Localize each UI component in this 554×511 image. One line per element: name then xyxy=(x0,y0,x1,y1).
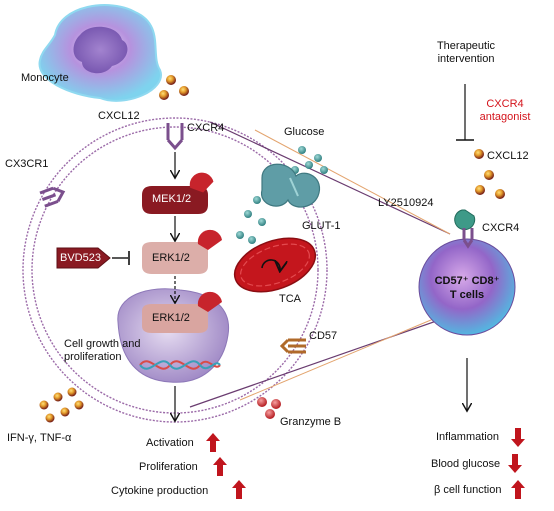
cxcl12-right-balls xyxy=(474,149,505,199)
inflammation-down-arrow xyxy=(511,428,525,447)
blood-glucose-down-arrow xyxy=(508,454,522,473)
cxcl12-right-label: CXCL12 xyxy=(487,150,529,162)
erk-nucleus-label: ERK1/2 xyxy=(152,312,190,324)
glucose-molecules xyxy=(236,146,328,244)
tcells-line1: CD57⁺ CD8⁺ xyxy=(434,275,500,287)
cd57-label: CD57 xyxy=(309,330,338,342)
erk-top-label: ERK1/2 xyxy=(152,252,190,264)
cxcr4-right-label: CXCR4 xyxy=(482,222,520,234)
cx3cr1-receptor xyxy=(39,186,66,208)
ifn-tnf-label: IFN-γ, TNF-α xyxy=(7,432,72,444)
ly2510924-antagonist xyxy=(454,209,476,231)
antagonist-label: CXCR4 antagonist xyxy=(479,98,531,123)
cxcl12-ball xyxy=(159,90,169,100)
tcells-line2: T cells xyxy=(449,289,485,301)
ly2510924-label: LY2510924 xyxy=(378,197,434,209)
mitochondrion xyxy=(233,237,317,293)
glucose-label: Glucose xyxy=(284,126,325,138)
cytokine-label: Cytokine production xyxy=(111,485,209,497)
zoom-line-top xyxy=(209,121,451,235)
cxcl12-ball xyxy=(179,86,189,96)
glut1-label: GLUT-1 xyxy=(302,220,341,232)
monocyte-label: Monocyte xyxy=(21,72,69,84)
bvd523-label: BVD523 xyxy=(60,252,101,264)
beta-cell-label: β cell function xyxy=(434,484,502,496)
monocyte-cell xyxy=(38,4,162,102)
ifn-tnf-molecules xyxy=(39,387,84,423)
erk-kinase-nucleus xyxy=(142,291,222,333)
cx3cr1-label: CX3CR1 xyxy=(5,158,49,170)
cxcl12-ball xyxy=(166,75,176,85)
cell-growth-label: Cell growth and proliferation xyxy=(64,338,141,363)
inflammation-label: Inflammation xyxy=(436,431,499,443)
bvd523-shape xyxy=(56,247,111,269)
zoom-line-bottom-2 xyxy=(239,311,451,401)
zoom-line-top-2 xyxy=(254,129,451,235)
dna-helix xyxy=(139,360,221,370)
t-cell-small xyxy=(418,228,516,336)
granzyme-label: Granzyme B xyxy=(280,416,342,428)
blood-glucose-label: Blood glucose xyxy=(431,458,501,470)
mek-kinase xyxy=(142,172,214,214)
therapeutic-label: Therapeutic intervention xyxy=(436,40,496,65)
cytokine-up-arrow xyxy=(232,480,246,499)
activation-up-arrow xyxy=(206,433,220,452)
beta-cell-up-arrow xyxy=(511,480,525,499)
glut1-transporter xyxy=(261,163,321,208)
proliferation-label: Proliferation xyxy=(139,461,198,473)
proliferation-up-arrow xyxy=(213,457,227,476)
mek-label: MEK1/2 xyxy=(152,193,192,205)
cd57-receptor xyxy=(279,338,306,354)
zoom-line-bottom xyxy=(189,317,446,408)
cxcr4-receptor-left xyxy=(166,123,184,151)
granzyme-molecules xyxy=(257,397,281,419)
cxcl12-left-label: CXCL12 xyxy=(98,110,140,122)
activation-label: Activation xyxy=(146,437,194,449)
tca-label: TCA xyxy=(279,293,301,305)
cxcr4-left-label: CXCR4 xyxy=(187,122,225,134)
erk-kinase-top xyxy=(142,229,222,274)
